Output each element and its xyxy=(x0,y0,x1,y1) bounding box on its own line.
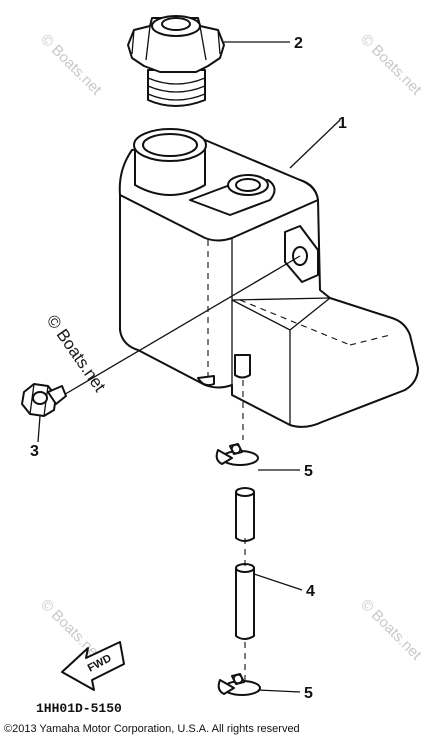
fwd-arrow: FWD xyxy=(61,641,125,691)
copyright-notice: ©2013 Yamaha Motor Corporation, U.S.A. A… xyxy=(4,723,300,735)
watermark-main: © Boats.net xyxy=(43,311,110,395)
callout-label-5-lower: 5 xyxy=(304,685,313,702)
watermark-faint-top-left: © Boats.net xyxy=(37,31,105,99)
filler-cap xyxy=(127,15,225,107)
bolt-axis-line xyxy=(61,255,301,397)
watermark-faint-bottom-right: © Boats.net xyxy=(357,596,425,664)
watermark-faint-top-right: © Boats.net xyxy=(357,31,425,99)
callout-label-2: 2 xyxy=(294,35,303,52)
bolt xyxy=(21,383,67,417)
hose-clip-lower xyxy=(217,673,261,696)
callout-label-3: 3 xyxy=(30,443,39,460)
callout-label-1: 1 xyxy=(338,115,347,132)
oil-tank xyxy=(118,128,419,428)
callout-label-4: 4 xyxy=(306,583,315,600)
callout-label-5-upper: 5 xyxy=(304,463,313,480)
hose-clip-upper xyxy=(215,443,259,466)
leader-lines xyxy=(37,41,341,693)
diagram-code: 1HH01D-5150 xyxy=(36,701,122,716)
oil-hose xyxy=(235,487,255,680)
